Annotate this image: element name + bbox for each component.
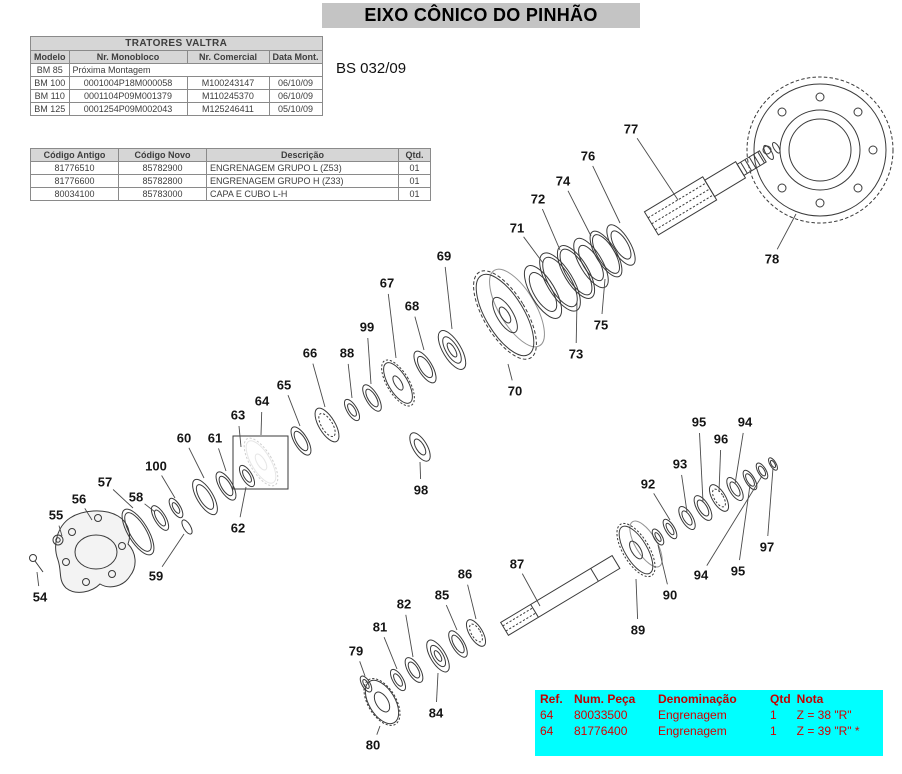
column-header: Num. Peça	[574, 692, 636, 706]
column-header: Qtd.	[398, 148, 431, 162]
table-cell: 05/10/09	[268, 102, 323, 116]
column-header: Nota	[796, 692, 824, 706]
table-cell: 64	[540, 708, 554, 722]
main-shaft-rings-drawing	[523, 224, 636, 319]
table-cell: 0001254P09M002043	[68, 102, 188, 116]
column-header: Denominação	[658, 692, 737, 706]
ring-98-drawing	[409, 432, 431, 462]
leader-lines	[36, 137, 797, 735]
gear-70-drawing	[473, 268, 545, 360]
pinion-shaft-drawing	[643, 141, 781, 236]
table-cell: Z = 39 "R" *	[796, 724, 860, 738]
highlight-box-part64	[232, 435, 289, 490]
secondary-shaft-rings-drawing	[651, 457, 778, 546]
table-row: 64 81776400 Engrenagem 1 Z = 39 "R" *	[537, 723, 881, 739]
bulletin-number: BS 032/09	[336, 60, 407, 77]
main-shaft-parts-drawing-2	[290, 330, 467, 456]
table-cell: Engrenagem	[658, 724, 727, 738]
table-cell: 80034100	[30, 187, 119, 201]
column-header: Data Mont.	[268, 50, 323, 64]
housing-cover-drawing	[55, 510, 136, 593]
crown-ring-gear-drawing	[746, 76, 894, 224]
column-header: Nr. Comercial	[186, 50, 270, 64]
table-cell: 80033500	[574, 708, 628, 722]
table-cell: 1	[770, 708, 777, 722]
secondary-shaft-parts-drawing	[359, 619, 487, 726]
table-cell: Engrenagem	[658, 708, 727, 722]
gear-89-drawing	[616, 520, 663, 578]
parts-ref-table: Ref. Num. Peça Denominação Qtd Nota 64 8003350…	[537, 691, 881, 739]
plug-55-drawing	[52, 534, 64, 546]
column-header: Descrição	[206, 148, 399, 162]
gear-64-drawing	[243, 437, 279, 487]
column-header: Qtd	[770, 692, 791, 706]
table-cell: 81776400	[574, 724, 628, 738]
table-header-row: Ref. Num. Peça Denominação Qtd Nota	[537, 691, 881, 707]
bolt-54-drawing	[29, 554, 44, 573]
table-cell: 1	[770, 724, 777, 738]
table-row: 64 80033500 Engrenagem 1 Z = 38 "R"	[537, 707, 881, 723]
main-shaft-parts-drawing	[121, 464, 256, 556]
table-title: TRATORES VALTRA	[30, 36, 323, 51]
table-cell: 64	[540, 724, 554, 738]
output-shaft-drawing	[499, 554, 621, 637]
table-cell: 01	[398, 187, 431, 201]
column-header: Código Novo	[118, 148, 207, 162]
column-header: Ref.	[540, 692, 563, 706]
table-cell: Z = 38 "R"	[796, 708, 852, 722]
parts-ref-panel: Ref. Num. Peça Denominação Qtd Nota 64 8003350…	[535, 690, 883, 756]
page-title: EIXO CÔNICO DO PINHÃO	[322, 3, 640, 28]
